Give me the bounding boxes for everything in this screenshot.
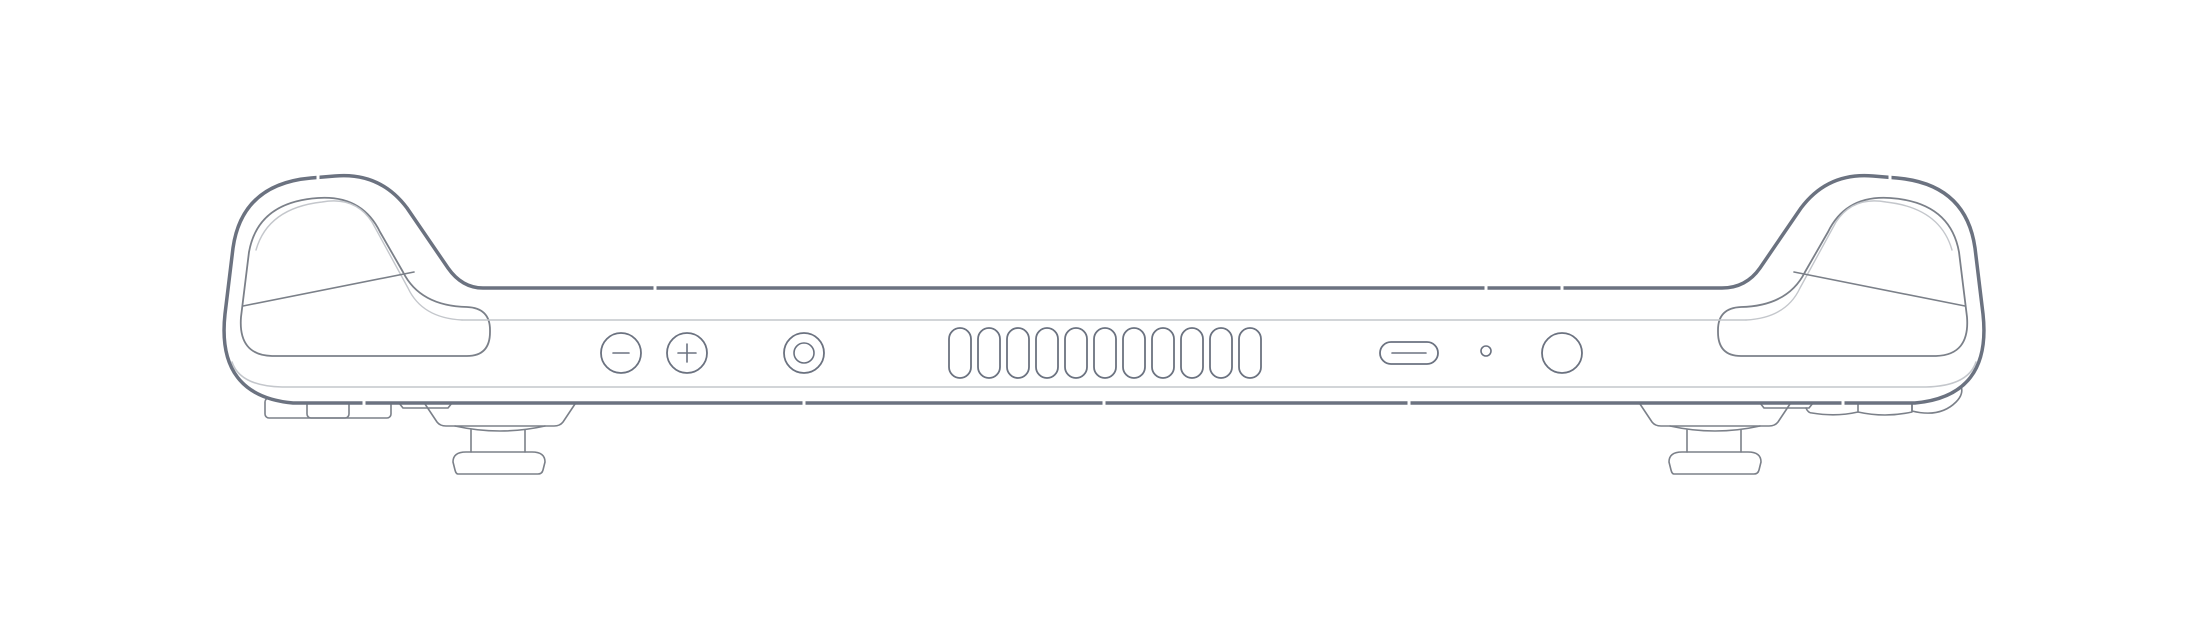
vent-slot	[1093, 327, 1117, 379]
edge-highlights	[316, 170, 1892, 410]
right-grip-seam	[1793, 271, 1966, 307]
left-grip-shadow-outline	[255, 200, 463, 321]
left-trigger-curve	[454, 425, 546, 432]
vent-slot	[1035, 327, 1059, 379]
left-lower-hardware	[264, 397, 576, 475]
vent-grille	[948, 327, 1262, 379]
right-grip-shadow-outline	[1745, 200, 1953, 321]
left-grip-inner-outline	[239, 196, 491, 357]
left-clip	[398, 402, 453, 409]
vent-slot	[1238, 327, 1262, 379]
power-button[interactable]	[1541, 332, 1583, 374]
right-bumper-mid	[1857, 403, 1913, 416]
left-grip-seam	[242, 271, 415, 307]
right-clip	[1759, 402, 1814, 409]
top-face-front-line	[231, 361, 1977, 388]
vent-slot	[1122, 327, 1146, 379]
vent-slot	[948, 327, 972, 379]
plus-icon	[677, 343, 697, 363]
usb-c-port[interactable]	[1379, 341, 1439, 365]
vent-slot	[1151, 327, 1175, 379]
headphone-jack[interactable]	[783, 332, 825, 374]
right-trigger-housing	[1639, 403, 1791, 427]
vent-slot	[1180, 327, 1204, 379]
right-bumper-back	[1911, 385, 1963, 414]
left-trigger-pad	[452, 451, 546, 475]
volume-up-button[interactable]	[666, 332, 708, 374]
right-trigger-pad	[1668, 451, 1762, 475]
vent-slot	[1209, 327, 1233, 379]
right-bumper-front	[1805, 407, 1859, 416]
volume-down-button[interactable]	[600, 332, 642, 374]
audio-jack-icon	[793, 342, 815, 364]
left-trigger-housing	[424, 403, 576, 427]
right-grip-inner-outline	[1717, 196, 1969, 357]
power-button-icon	[1541, 332, 1583, 374]
vent-slot	[977, 327, 1001, 379]
status-led	[1480, 345, 1492, 357]
right-trigger-curve	[1669, 425, 1761, 432]
right-lower-hardware	[1639, 385, 1963, 475]
vent-slot	[1064, 327, 1088, 379]
vent-slot	[1006, 327, 1030, 379]
